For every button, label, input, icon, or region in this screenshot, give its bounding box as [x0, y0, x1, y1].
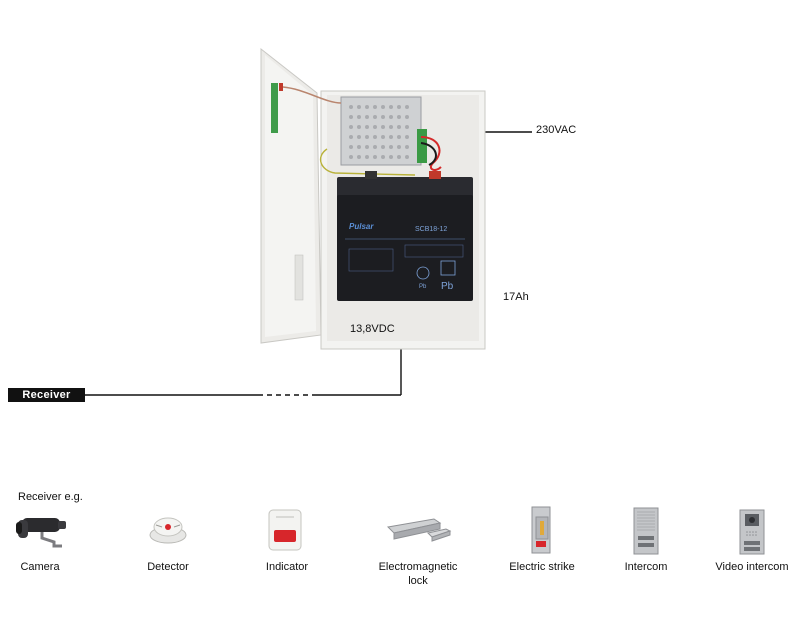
door-pcb: [271, 83, 278, 133]
device-label-video-intercom: Video intercom: [715, 561, 789, 573]
camera-icon: [16, 518, 66, 548]
battery-model: SCB18-12: [415, 226, 447, 233]
device-label-intercom: Intercom: [624, 561, 668, 573]
receivers-heading: Receiver e.g.: [18, 491, 83, 503]
power-supply-enclosure: Pulsar SCB18-12 Pb Pb: [260, 47, 486, 350]
intercom-icon: [633, 507, 659, 555]
battery-chem-right: Pb: [441, 281, 454, 292]
device-label-camera: Camera: [20, 561, 60, 573]
device-label-indicator: Indicator: [265, 561, 309, 573]
psu-module: [340, 96, 427, 166]
battery: Pulsar SCB18-12 Pb Pb: [337, 171, 473, 301]
electric-strike-icon: [531, 506, 551, 554]
battery-chem-left: Pb: [419, 284, 427, 290]
ac-voltage-label: 230VAC: [536, 124, 577, 136]
device-label-detector: Detector: [147, 561, 189, 573]
device-label-electric-strike: Electric strike: [509, 561, 575, 573]
battery-capacity-label: 17Ah: [503, 291, 529, 303]
battery-brand: Pulsar: [349, 222, 374, 231]
receiver-label: Receiver: [8, 388, 85, 402]
electromagnetic-lock-icon: [386, 518, 452, 542]
device-label-electromagnetic-lock: Electromagnetic lock: [378, 561, 458, 587]
video-intercom-icon: [739, 509, 765, 555]
dc-voltage-label: 13,8VDC: [350, 323, 395, 335]
detector-icon: [149, 517, 187, 544]
indicator-icon: [268, 509, 302, 551]
